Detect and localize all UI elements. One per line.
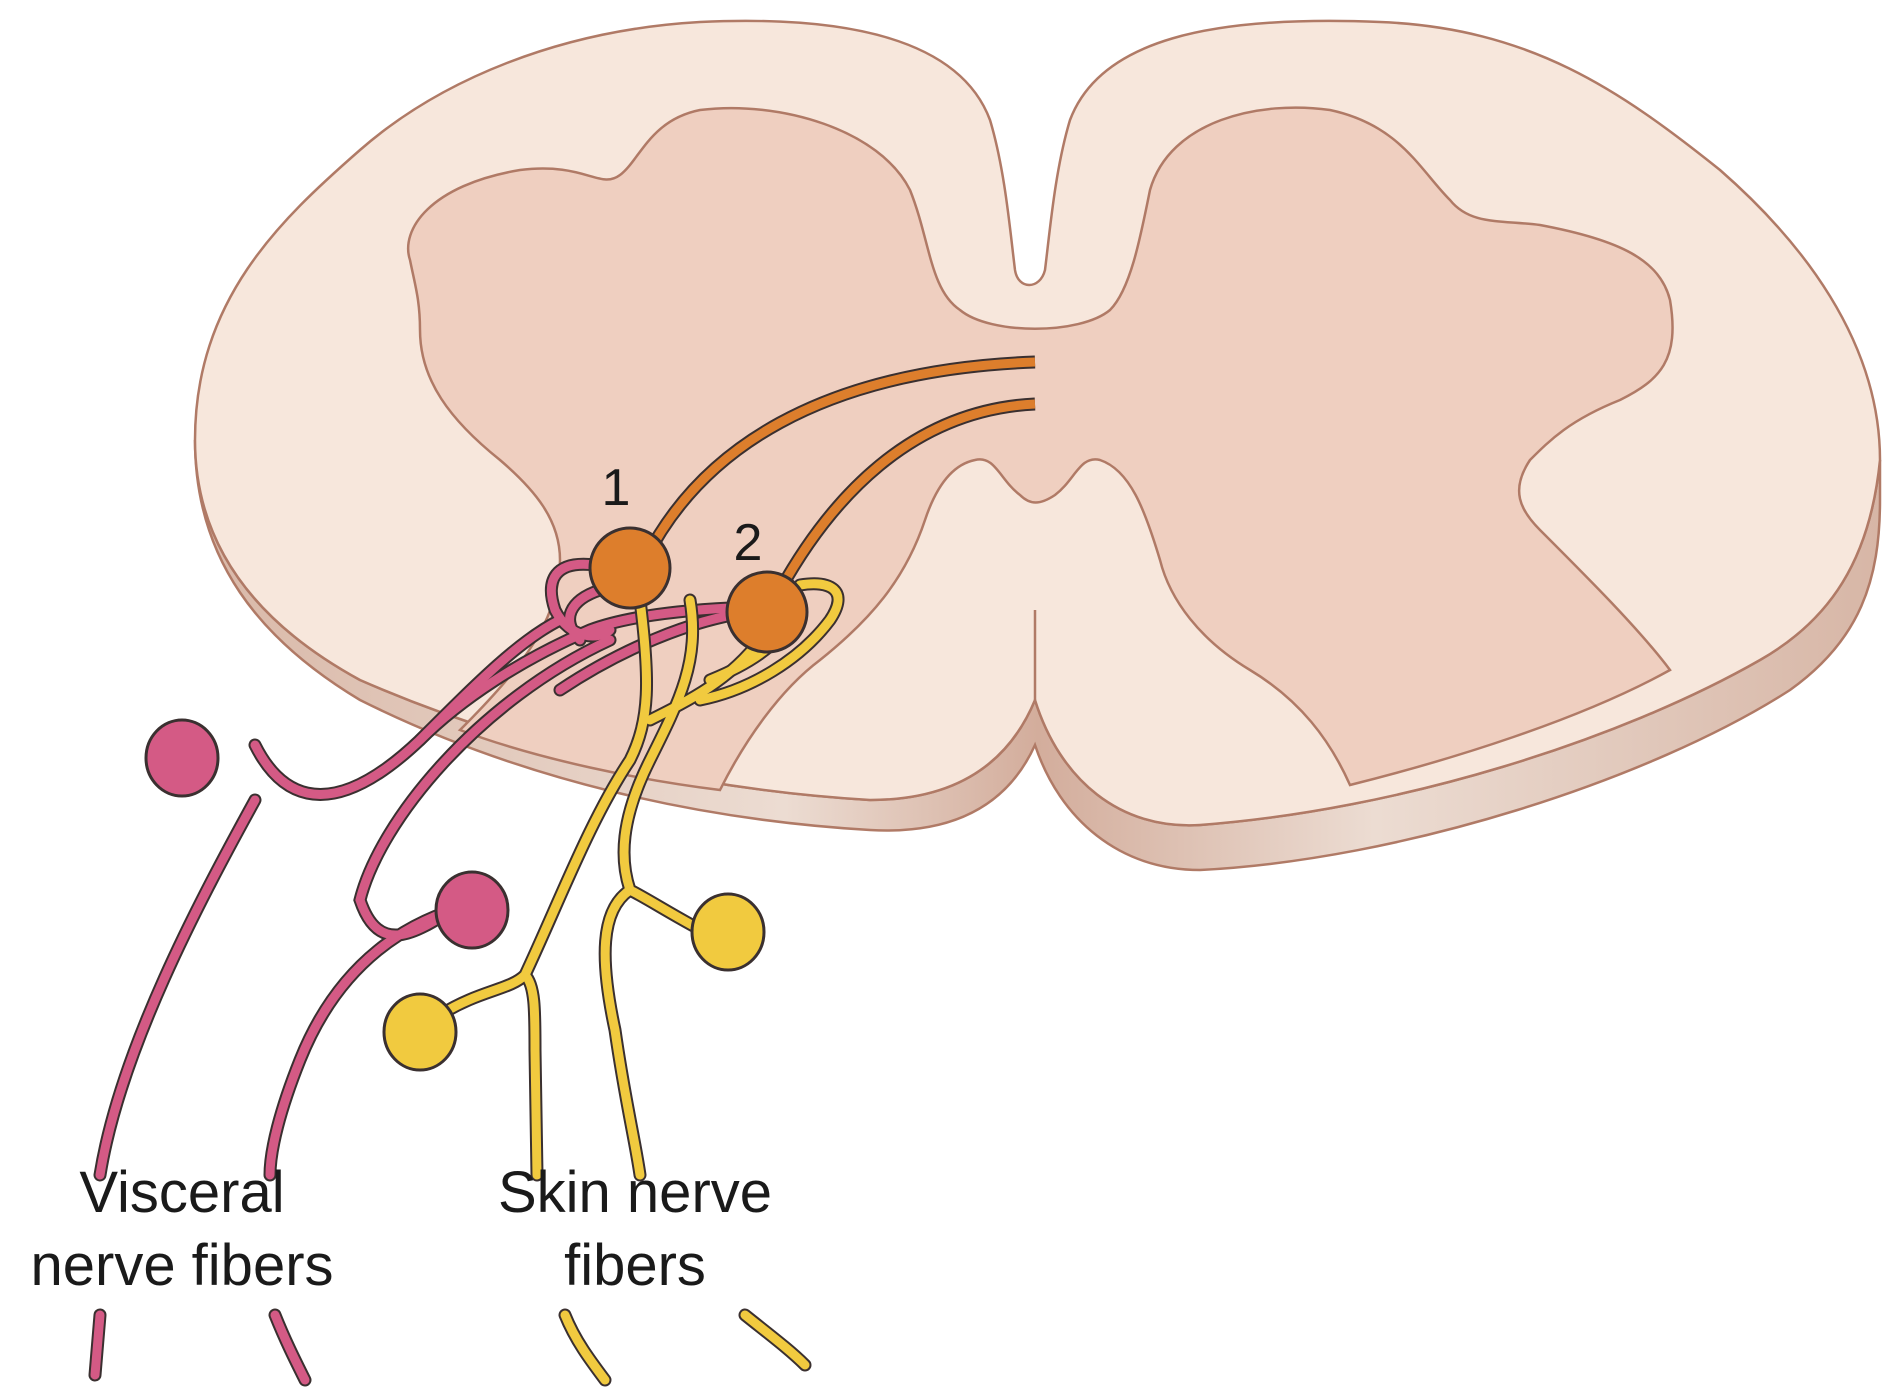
- skin-label-line1: Skin nerve: [498, 1160, 772, 1225]
- skin-fibers: [433, 577, 845, 1387]
- skin-ganglion-cell-2: [690, 892, 766, 972]
- visceral-ganglion-cell-2: [434, 870, 510, 950]
- skin-label-line2: fibers: [564, 1233, 706, 1298]
- projection-axons: [639, 355, 1036, 594]
- projection-neuron-1: [588, 526, 672, 610]
- neuron-label-2: 2: [734, 514, 763, 572]
- visceral-ganglion-cell-1: [144, 718, 220, 798]
- skin-ganglion-cell-1: [382, 992, 458, 1072]
- neuron-label-1: 1: [602, 459, 631, 517]
- projection-neuron-2: [725, 570, 809, 654]
- visceral-label-line2: nerve fibers: [30, 1233, 333, 1298]
- visceral-label-line1: Visceral: [79, 1160, 284, 1225]
